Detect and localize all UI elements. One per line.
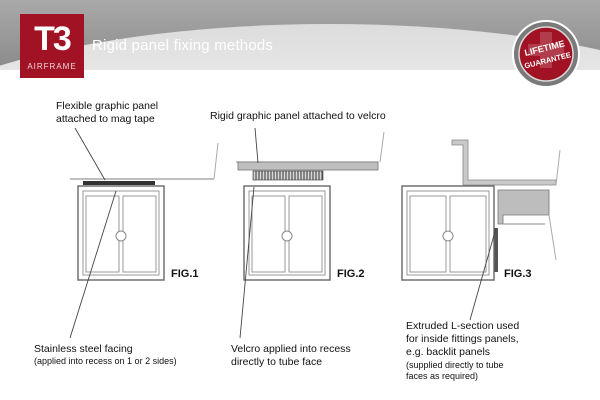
fig2-bottom-caption-line-2: directly to tube face <box>231 356 323 368</box>
fig3-bottom-caption-line-1: Extruded L-section used <box>406 320 520 332</box>
fig2-bottom-caption: Velcro applied into recess directly to t… <box>231 343 391 369</box>
fig1-mag-tape <box>83 181 155 185</box>
fig1-leader-top <box>74 127 106 181</box>
fig3-tube-frame <box>401 185 495 281</box>
fig3-label: FIG.3 <box>504 268 532 280</box>
t3-airframe-logo: T3 AIRFRAME <box>20 14 84 78</box>
fig1-leader-bottom <box>69 190 117 339</box>
fig2-bottom-caption-line-1: Velcro applied into recess <box>231 343 351 355</box>
fig2-top-caption-line-1: Rigid graphic panel attached to velcro <box>210 110 386 122</box>
fig1-break-line <box>213 142 219 180</box>
fig2-top-caption: Rigid graphic panel attached to velcro <box>210 110 440 123</box>
fig3-break-line-2 <box>548 214 557 261</box>
fig2-drawing <box>236 127 385 339</box>
fig3-backlit-panel <box>497 189 550 225</box>
fig3-bottom-caption-line-3: e.g. backlit panels <box>406 346 491 358</box>
page-title: Rigid panel fixing methods <box>92 37 274 54</box>
logo-mark: T3 <box>34 20 72 58</box>
fig3-break-line-1 <box>555 149 561 186</box>
fig3-l-section <box>492 228 498 272</box>
fig3-wall-top <box>451 139 557 186</box>
fig1-bottom-note: (applied into recess on 1 or 2 sides) <box>34 356 234 367</box>
fig3-bottom-caption: Extruded L-section used for inside fitti… <box>406 320 586 359</box>
fig2-tube-frame <box>243 185 331 281</box>
fig1-bottom-caption: Stainless steel facing <box>34 343 234 356</box>
seal-graphic: LIFETIME GUARANTEE <box>512 20 580 88</box>
fig2-rigid-panel <box>237 161 379 171</box>
fig2-velcro-strip <box>252 170 324 181</box>
fig1-drawing <box>69 127 219 339</box>
fig2-leader-top <box>254 127 259 164</box>
fig2-leader-bottom <box>239 186 255 339</box>
logo-subtitle: AIRFRAME <box>27 62 77 71</box>
fig3-drawing <box>401 139 561 321</box>
fig3-bottom-note: (supplied directly to tube faces as requ… <box>406 360 586 382</box>
fig1-label: FIG.1 <box>171 268 199 280</box>
fig1-bottom-note-line-1: (applied into recess on 1 or 2 sides) <box>34 356 177 366</box>
header-banner: Rigid panel fixing methods <box>0 0 600 70</box>
fig3-bottom-caption-line-2: for inside fittings panels, <box>406 333 519 345</box>
fig3-bottom-note-line-2: faces as required) <box>406 371 479 381</box>
lifetime-guarantee-seal: LIFETIME GUARANTEE <box>510 18 582 90</box>
fig1-top-caption-line-2: attached to mag tape <box>56 113 155 125</box>
fig1-top-caption: Flexible graphic panel attached to mag t… <box>56 100 206 126</box>
fig1-top-caption-line-1: Flexible graphic panel <box>56 100 159 112</box>
fig2-label: FIG.2 <box>337 268 365 280</box>
fig1-bottom-caption-line-1: Stainless steel facing <box>34 343 133 355</box>
fig1-tube-frame <box>77 185 165 281</box>
fig3-leader <box>469 227 497 321</box>
fig2-break-line <box>379 131 385 163</box>
fig3-bottom-note-line-1: (supplied directly to tube <box>406 360 504 370</box>
